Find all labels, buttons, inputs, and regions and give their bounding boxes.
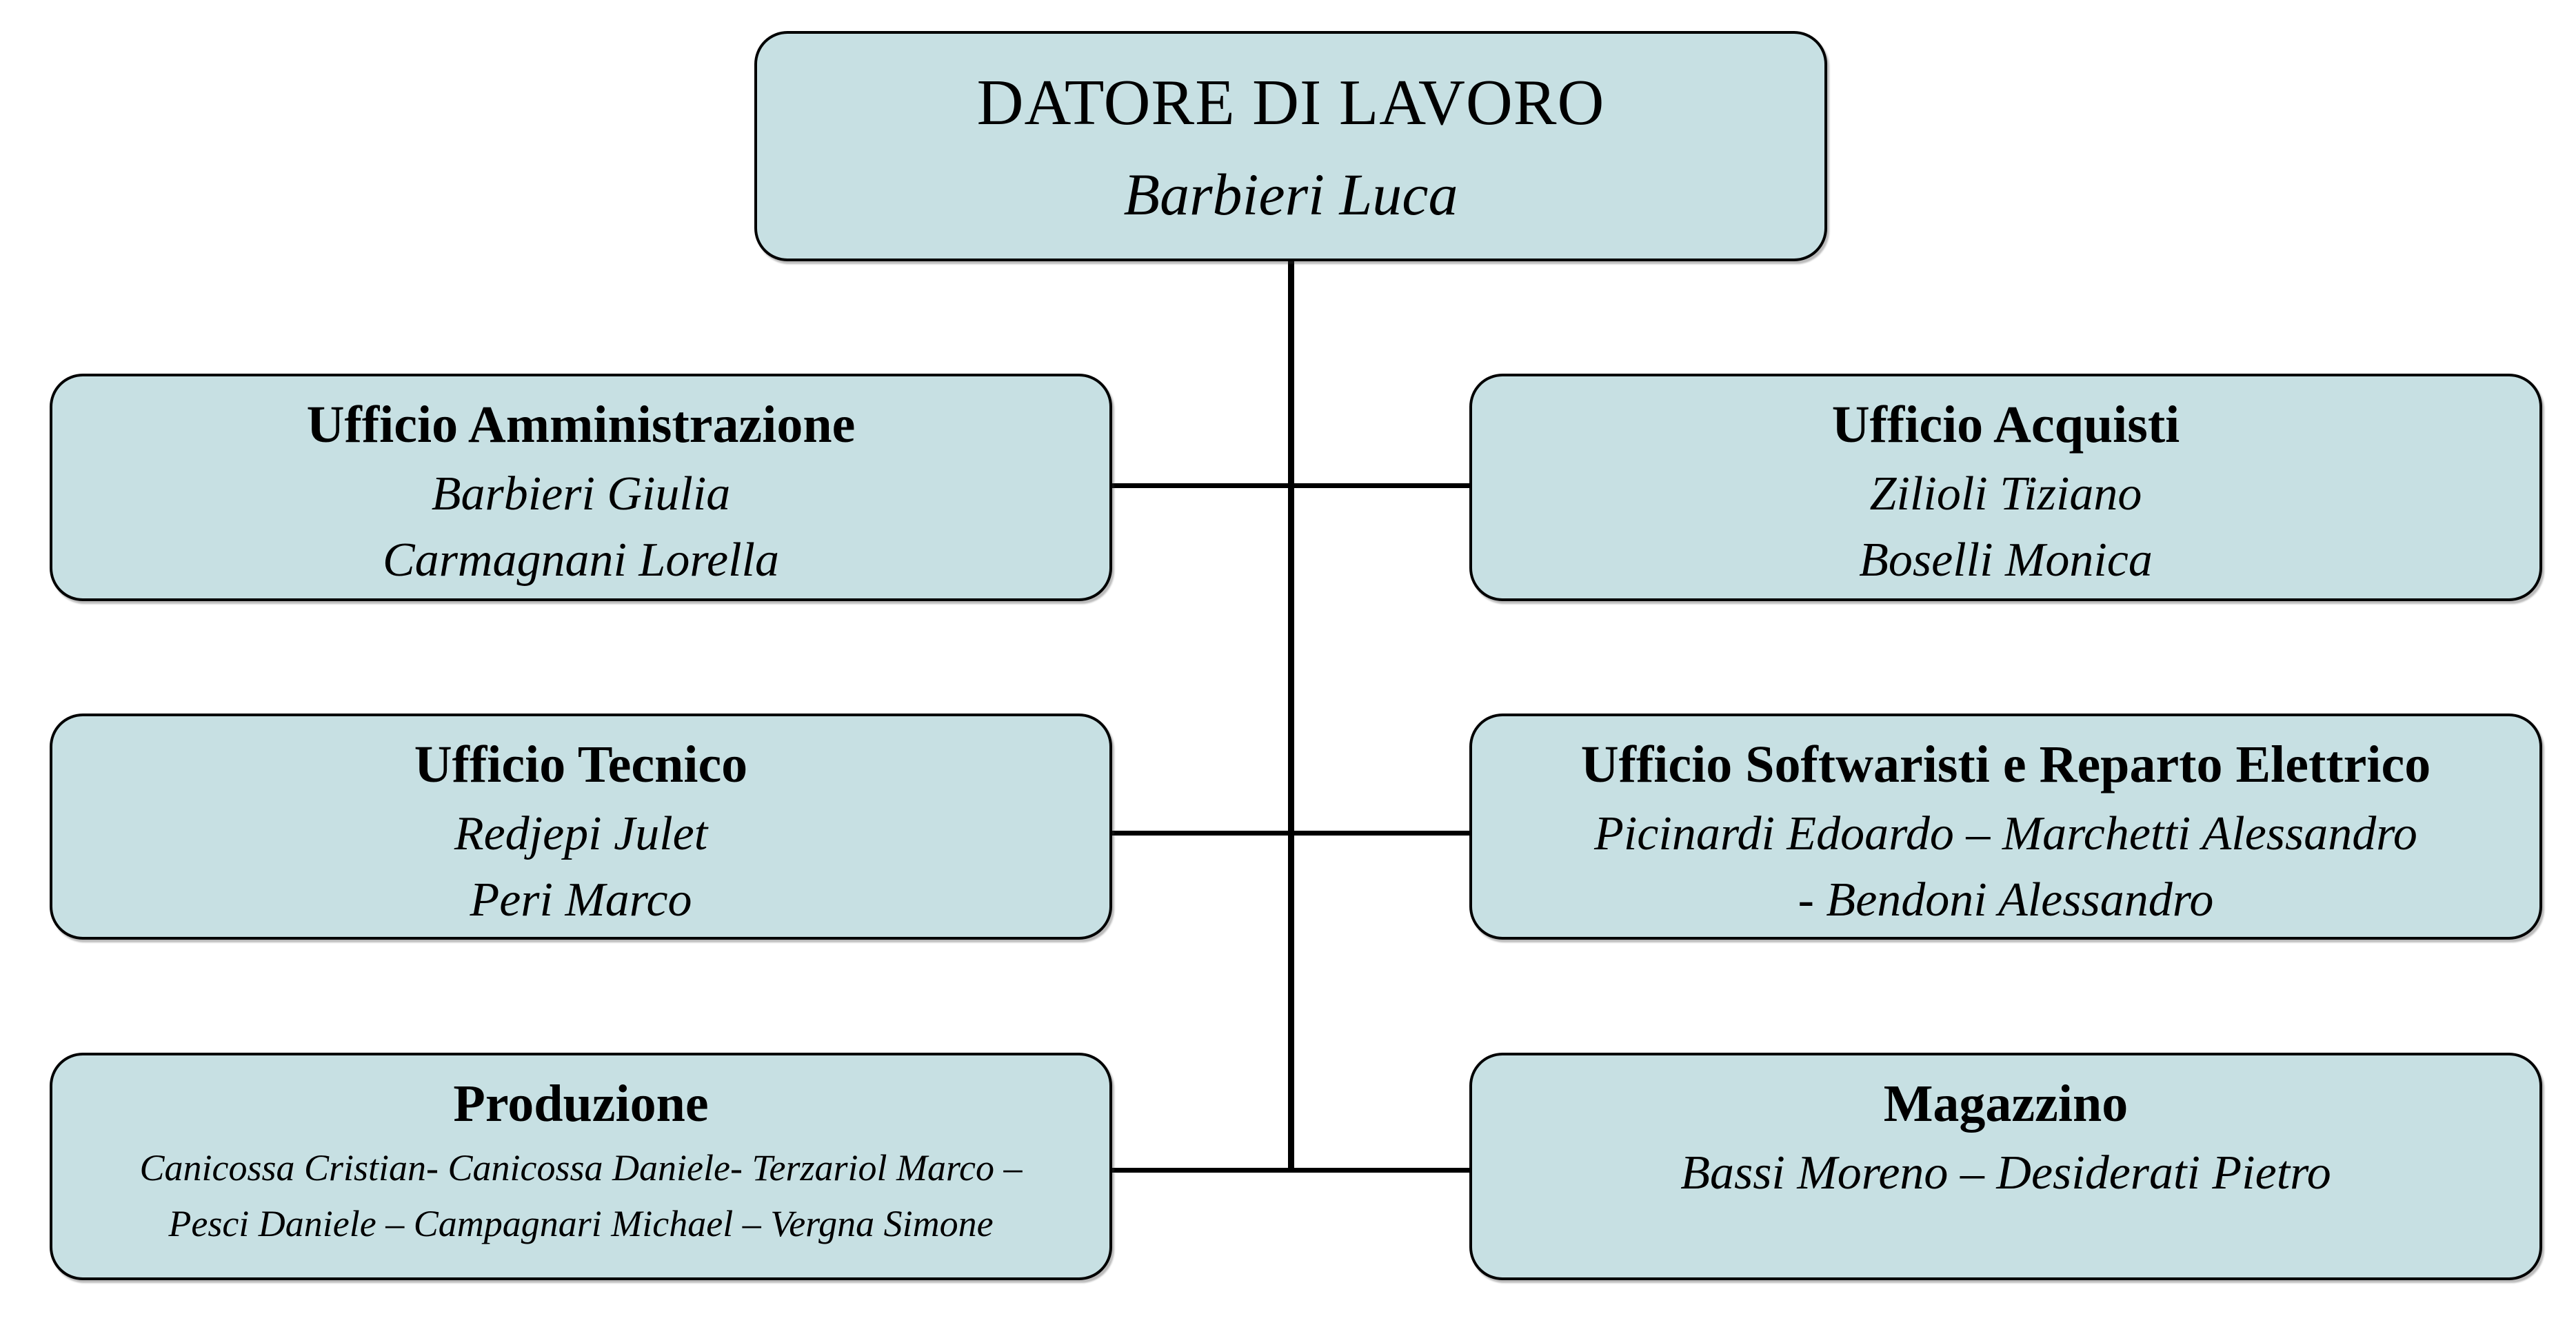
node-member-line: Carmagnani Lorella — [383, 534, 779, 587]
org-node-ufficio-tecnico: Ufficio Tecnico Redjepi Julet Peri Marco — [50, 714, 1112, 940]
node-member-line: Barbieri Luca — [1123, 161, 1458, 228]
org-node-ufficio-acquisti: Ufficio Acquisti Zilioli Tiziano Boselli… — [1469, 374, 2542, 601]
node-member-line: Pesci Daniele – Campagnari Michael – Ver… — [168, 1202, 994, 1244]
node-member-line: Barbieri Giulia — [431, 467, 731, 520]
node-title: Ufficio Acquisti — [1831, 396, 2180, 454]
org-node-datore-di-lavoro: DATORE DI LAVORO Barbieri Luca — [754, 31, 1827, 261]
node-member-line: Zilioli Tiziano — [1869, 467, 2142, 520]
node-member-line: Bassi Moreno – Desiderati Pietro — [1680, 1146, 2331, 1200]
node-title: Ufficio Tecnico — [414, 736, 748, 793]
org-node-ufficio-softwaristi-reparto-elettrico: Ufficio Softwaristi e Reparto Elettrico … — [1469, 714, 2542, 940]
connector-row1-line — [1110, 483, 1471, 488]
node-member-line: Picinardi Edoardo – Marchetti Alessandro — [1594, 807, 2417, 860]
node-member-line: - Bendoni Alessandro — [1798, 873, 2214, 927]
org-node-magazzino: Magazzino Bassi Moreno – Desiderati Piet… — [1469, 1053, 2542, 1280]
node-title: Produzione — [453, 1075, 709, 1133]
connector-row3-line — [1110, 1168, 1471, 1173]
org-node-ufficio-amministrazione: Ufficio Amministrazione Barbieri Giulia … — [50, 374, 1112, 601]
node-member-line: Peri Marco — [470, 873, 692, 927]
node-title: DATORE DI LAVORO — [976, 67, 1605, 139]
node-title: Magazzino — [1883, 1075, 2129, 1133]
org-node-produzione: Produzione Canicossa Cristian- Canicossa… — [50, 1053, 1112, 1280]
node-member-line: Boselli Monica — [1859, 534, 2153, 587]
connector-vertical-trunk — [1288, 260, 1294, 1173]
node-title: Ufficio Amministrazione — [306, 396, 856, 454]
node-title: Ufficio Softwaristi e Reparto Elettrico — [1580, 736, 2431, 793]
node-member-line: Redjepi Julet — [454, 807, 708, 860]
connector-row2-line — [1110, 831, 1471, 836]
node-member-line: Canicossa Cristian- Canicossa Daniele- T… — [139, 1146, 1023, 1189]
